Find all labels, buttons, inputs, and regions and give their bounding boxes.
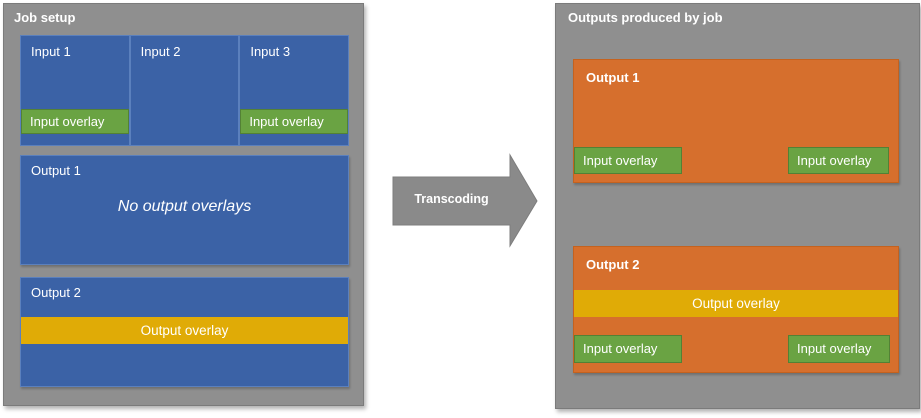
- job-setup-panel: Job setup Input 1 Input overlay Input 2 …: [3, 3, 364, 406]
- produced-output-1-input-overlay-right: Input overlay: [788, 147, 889, 174]
- produced-output-2-label: Output 2: [586, 257, 640, 272]
- input-2-box: Input 2: [129, 35, 240, 146]
- input-row: Input 1 Input overlay Input 2 Input 3 In…: [20, 35, 350, 146]
- outputs-panel-title: Outputs produced by job: [568, 10, 723, 25]
- transcoding-arrow-icon: [392, 153, 538, 248]
- input-1-overlay: Input overlay: [21, 109, 129, 134]
- produced-output-1-label: Output 1: [586, 70, 640, 85]
- input-3-label: Input 3: [250, 44, 291, 59]
- input-1-box: Input 1 Input overlay: [20, 35, 130, 146]
- produced-output-1-input-overlay-left: Input overlay: [574, 147, 682, 174]
- input-1-label: Input 1: [31, 44, 71, 59]
- setup-output-2-label: Output 2: [31, 285, 81, 300]
- setup-output-2-box: Output 2 Output overlay: [20, 277, 349, 387]
- produced-output-2-output-overlay: Output overlay: [574, 290, 898, 317]
- input-3-overlay: Input overlay: [240, 109, 349, 134]
- outputs-panel: Outputs produced by job Output 1 Input o…: [555, 3, 920, 409]
- job-setup-title: Job setup: [14, 10, 76, 25]
- setup-output-1-box: Output 1 No output overlays: [20, 155, 349, 265]
- input-2-label: Input 2: [140, 44, 181, 59]
- produced-output-2-input-overlay-left: Input overlay: [574, 335, 682, 363]
- input-3-box: Input 3 Input overlay: [239, 35, 350, 146]
- setup-output-2-output-overlay: Output overlay: [21, 317, 348, 344]
- no-output-overlays-note: No output overlays: [117, 198, 252, 215]
- setup-output-1-label: Output 1: [31, 163, 81, 178]
- transcoding-arrow-label: Transcoding: [414, 192, 489, 206]
- produced-output-2-box: Output 2 Output overlay Input overlay In…: [573, 246, 899, 373]
- produced-output-1-box: Output 1 Input overlay Input overlay: [573, 59, 899, 183]
- produced-output-2-input-overlay-right: Input overlay: [788, 335, 890, 363]
